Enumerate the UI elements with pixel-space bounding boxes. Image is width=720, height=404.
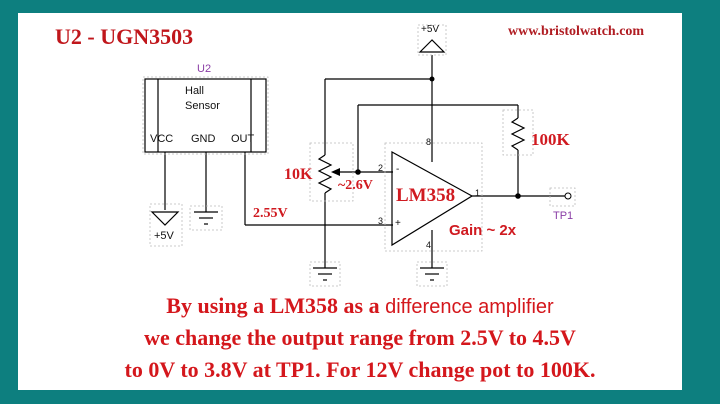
- pin-3: 3: [378, 216, 384, 226]
- pin-2: 2: [378, 163, 384, 173]
- caption-line1-serif: By using a LM358 as a: [166, 293, 380, 318]
- pot-value: 10K: [284, 166, 313, 183]
- caption-line1-sans: difference amplifier: [385, 296, 554, 318]
- caption-line1: By using a LM358 as a difference amplifi…: [0, 292, 720, 321]
- hall-sensor-name-line2: Sensor: [185, 100, 220, 112]
- junction-dot: [429, 76, 435, 82]
- junction-dot: [515, 193, 521, 199]
- diagram-panel: [18, 13, 682, 390]
- pin-gnd: GND: [191, 133, 216, 145]
- caption-line3: to 0V to 3.8V at TP1. For 12V change pot…: [124, 357, 596, 382]
- website-link[interactable]: www.bristolwatch.com: [508, 24, 645, 39]
- pin-out: OUT: [231, 133, 255, 145]
- caption-line2: we change the output range from 2.5V to …: [144, 325, 576, 350]
- pin-8: 8: [426, 137, 432, 147]
- hall-sensor-ref: U2: [197, 63, 212, 75]
- pin-vcc: VCC: [150, 133, 174, 145]
- opamp-name: LM358: [396, 185, 456, 206]
- plus-sign: +: [395, 218, 401, 229]
- test-point-icon: [564, 192, 572, 200]
- junction-dot: [355, 169, 361, 175]
- sensor-out-voltage: 2.55V: [253, 206, 288, 221]
- page-title: U2 - UGN3503: [55, 24, 194, 49]
- test-point-label: TP1: [553, 210, 574, 222]
- hall-sensor-name-line1: Hall: [185, 85, 204, 97]
- supply-top-label: +5V: [421, 24, 440, 35]
- wiper-arrow-icon: [331, 168, 340, 176]
- gain-label: Gain ~ 2x: [449, 222, 517, 239]
- minus-sign: -: [396, 164, 400, 175]
- supply-left-label: +5V: [154, 230, 174, 242]
- feedback-resistor-value: 100K: [531, 130, 570, 149]
- pin-4: 4: [426, 240, 432, 250]
- wiper-voltage: ~2.6V: [338, 178, 373, 193]
- pin-1: 1: [475, 188, 481, 198]
